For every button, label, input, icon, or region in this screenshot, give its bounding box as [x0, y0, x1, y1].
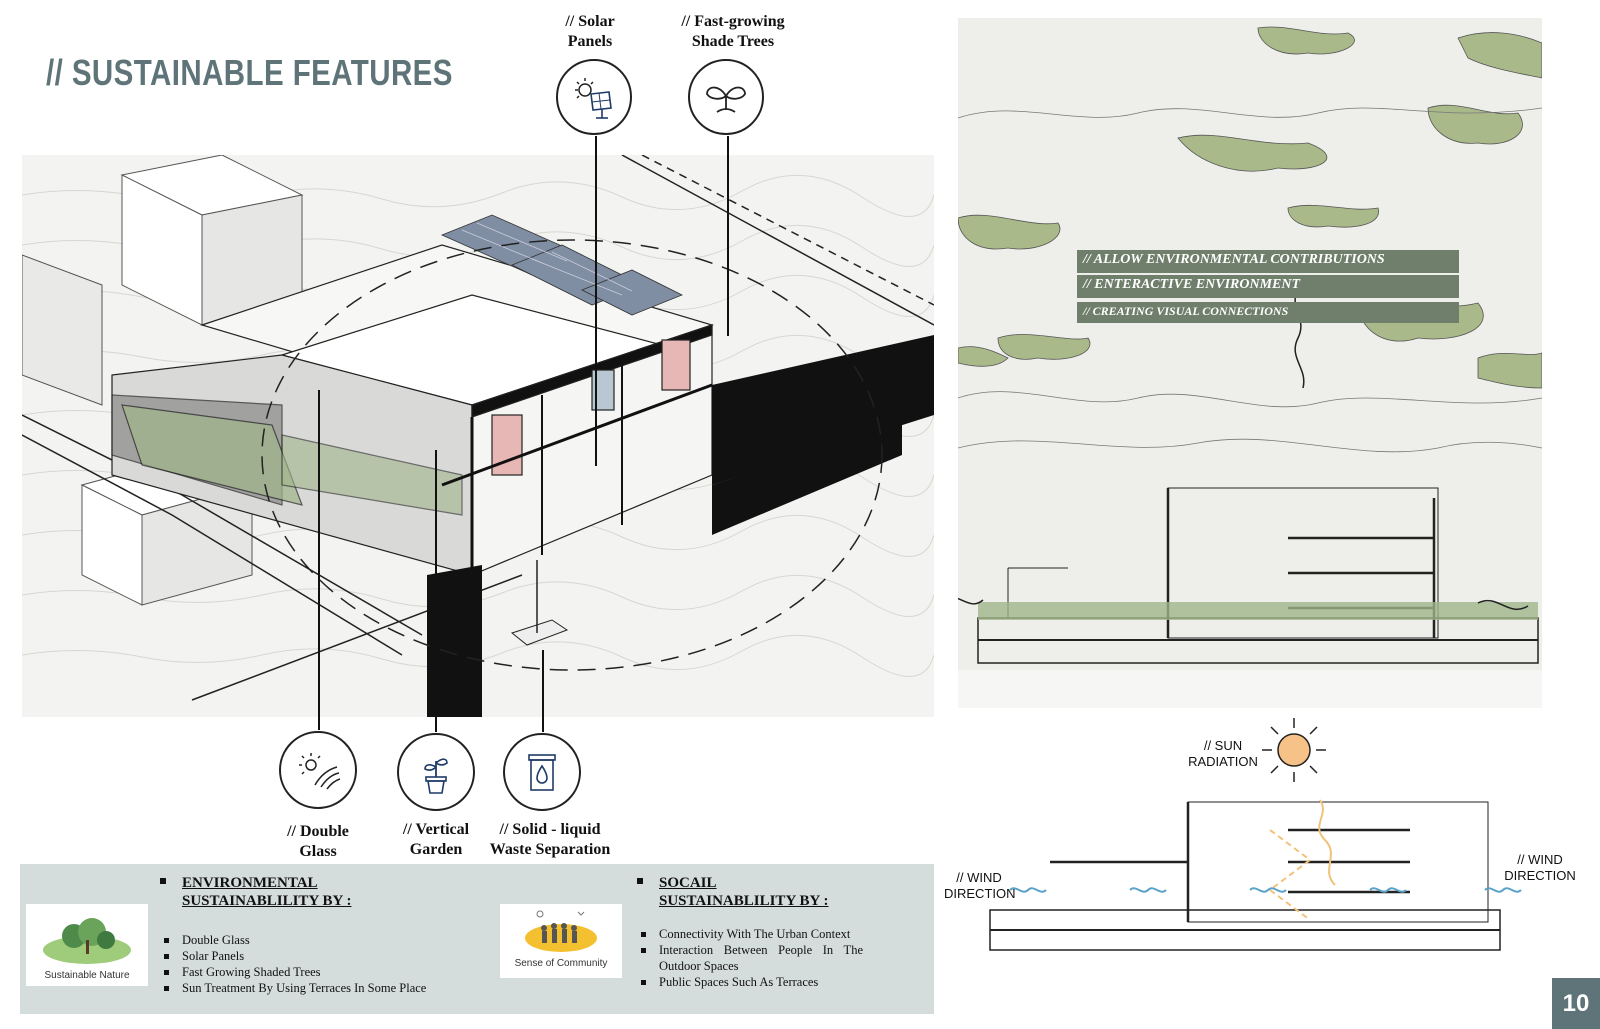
banner-environmental: // ALLOW ENVIRONMENTAL CONTRIBUTIONS	[1077, 250, 1459, 273]
banner-interactive: // ENTERACTIVE ENVIRONMENT	[1077, 275, 1459, 298]
sun-glass-icon	[279, 731, 357, 809]
potted-plant-icon	[397, 733, 475, 811]
environmental-list: Double Glass Solar Panels Fast Growing S…	[162, 932, 462, 996]
list-item: Solar Panels	[162, 948, 462, 964]
bullet	[160, 878, 166, 884]
shade-trees-label: // Fast-growing Shade Trees	[681, 13, 785, 50]
list-item: Connectivity With The Urban Context	[639, 926, 863, 942]
solar-leader-line	[595, 136, 597, 466]
waste-bin-icon	[503, 733, 581, 811]
list-item: Sun Treatment By Using Terraces In Some …	[162, 980, 462, 996]
waste-separation-label: // Solid - liquid Waste Separation	[489, 821, 611, 858]
social-heading: SOCAIL SUSTAINABLILITY BY :	[659, 875, 829, 909]
double-glass-label: // Double Glass	[287, 823, 349, 860]
page-number: 10	[1552, 978, 1600, 1029]
trees-leader-line	[727, 136, 729, 336]
vertical-garden-label: // Vertical Garden	[402, 821, 470, 858]
sustainable-nature-logo: Sustainable Nature	[26, 904, 148, 986]
wind-direction-left-label: // WIND DIRECTION	[944, 870, 1016, 901]
logo-caption: Sustainable Nature	[44, 970, 130, 981]
page-title: // SUSTAINABLE FEATURES	[46, 52, 453, 93]
bullet	[637, 878, 643, 884]
sun-icon	[1262, 718, 1326, 782]
list-item: Fast Growing Shaded Trees	[162, 964, 462, 980]
solar-panels-label: // Solar Panels	[565, 13, 615, 50]
list-item: Interaction Between People In The Outdoo…	[639, 942, 863, 974]
sun-radiation-label: // SUN RADIATION	[1188, 738, 1258, 769]
axonometric-drawing	[22, 155, 934, 717]
social-list: Connectivity With The Urban Context Inte…	[639, 926, 863, 990]
axonometric-svg	[22, 155, 934, 717]
section-drawing	[958, 18, 1542, 708]
logo-caption: Sense of Community	[514, 958, 608, 969]
double-glass-leader-line	[318, 390, 320, 730]
section-svg	[958, 26, 1542, 708]
list-item: Double Glass	[162, 932, 462, 948]
list-item: Public Spaces Such As Terraces	[639, 974, 863, 990]
waste-leader-line	[542, 650, 544, 732]
sense-of-community-logo: Sense of Community	[500, 904, 622, 978]
environmental-heading: ENVIRONMENTAL SUSTAINABLILITY BY :	[182, 875, 352, 909]
sustainability-panel: Sustainable Nature ENVIRONMENTAL SUSTAIN…	[20, 864, 934, 1014]
wind-direction-right-label: // WIND DIRECTION	[1504, 852, 1576, 883]
climate-section-svg	[989, 799, 1522, 951]
vertical-garden-leader-line	[435, 450, 437, 732]
sprout-icon	[688, 59, 764, 135]
banner-visual: // CREATING VISUAL CONNECTIONS	[1077, 302, 1459, 323]
solar-panel-icon	[556, 59, 632, 135]
